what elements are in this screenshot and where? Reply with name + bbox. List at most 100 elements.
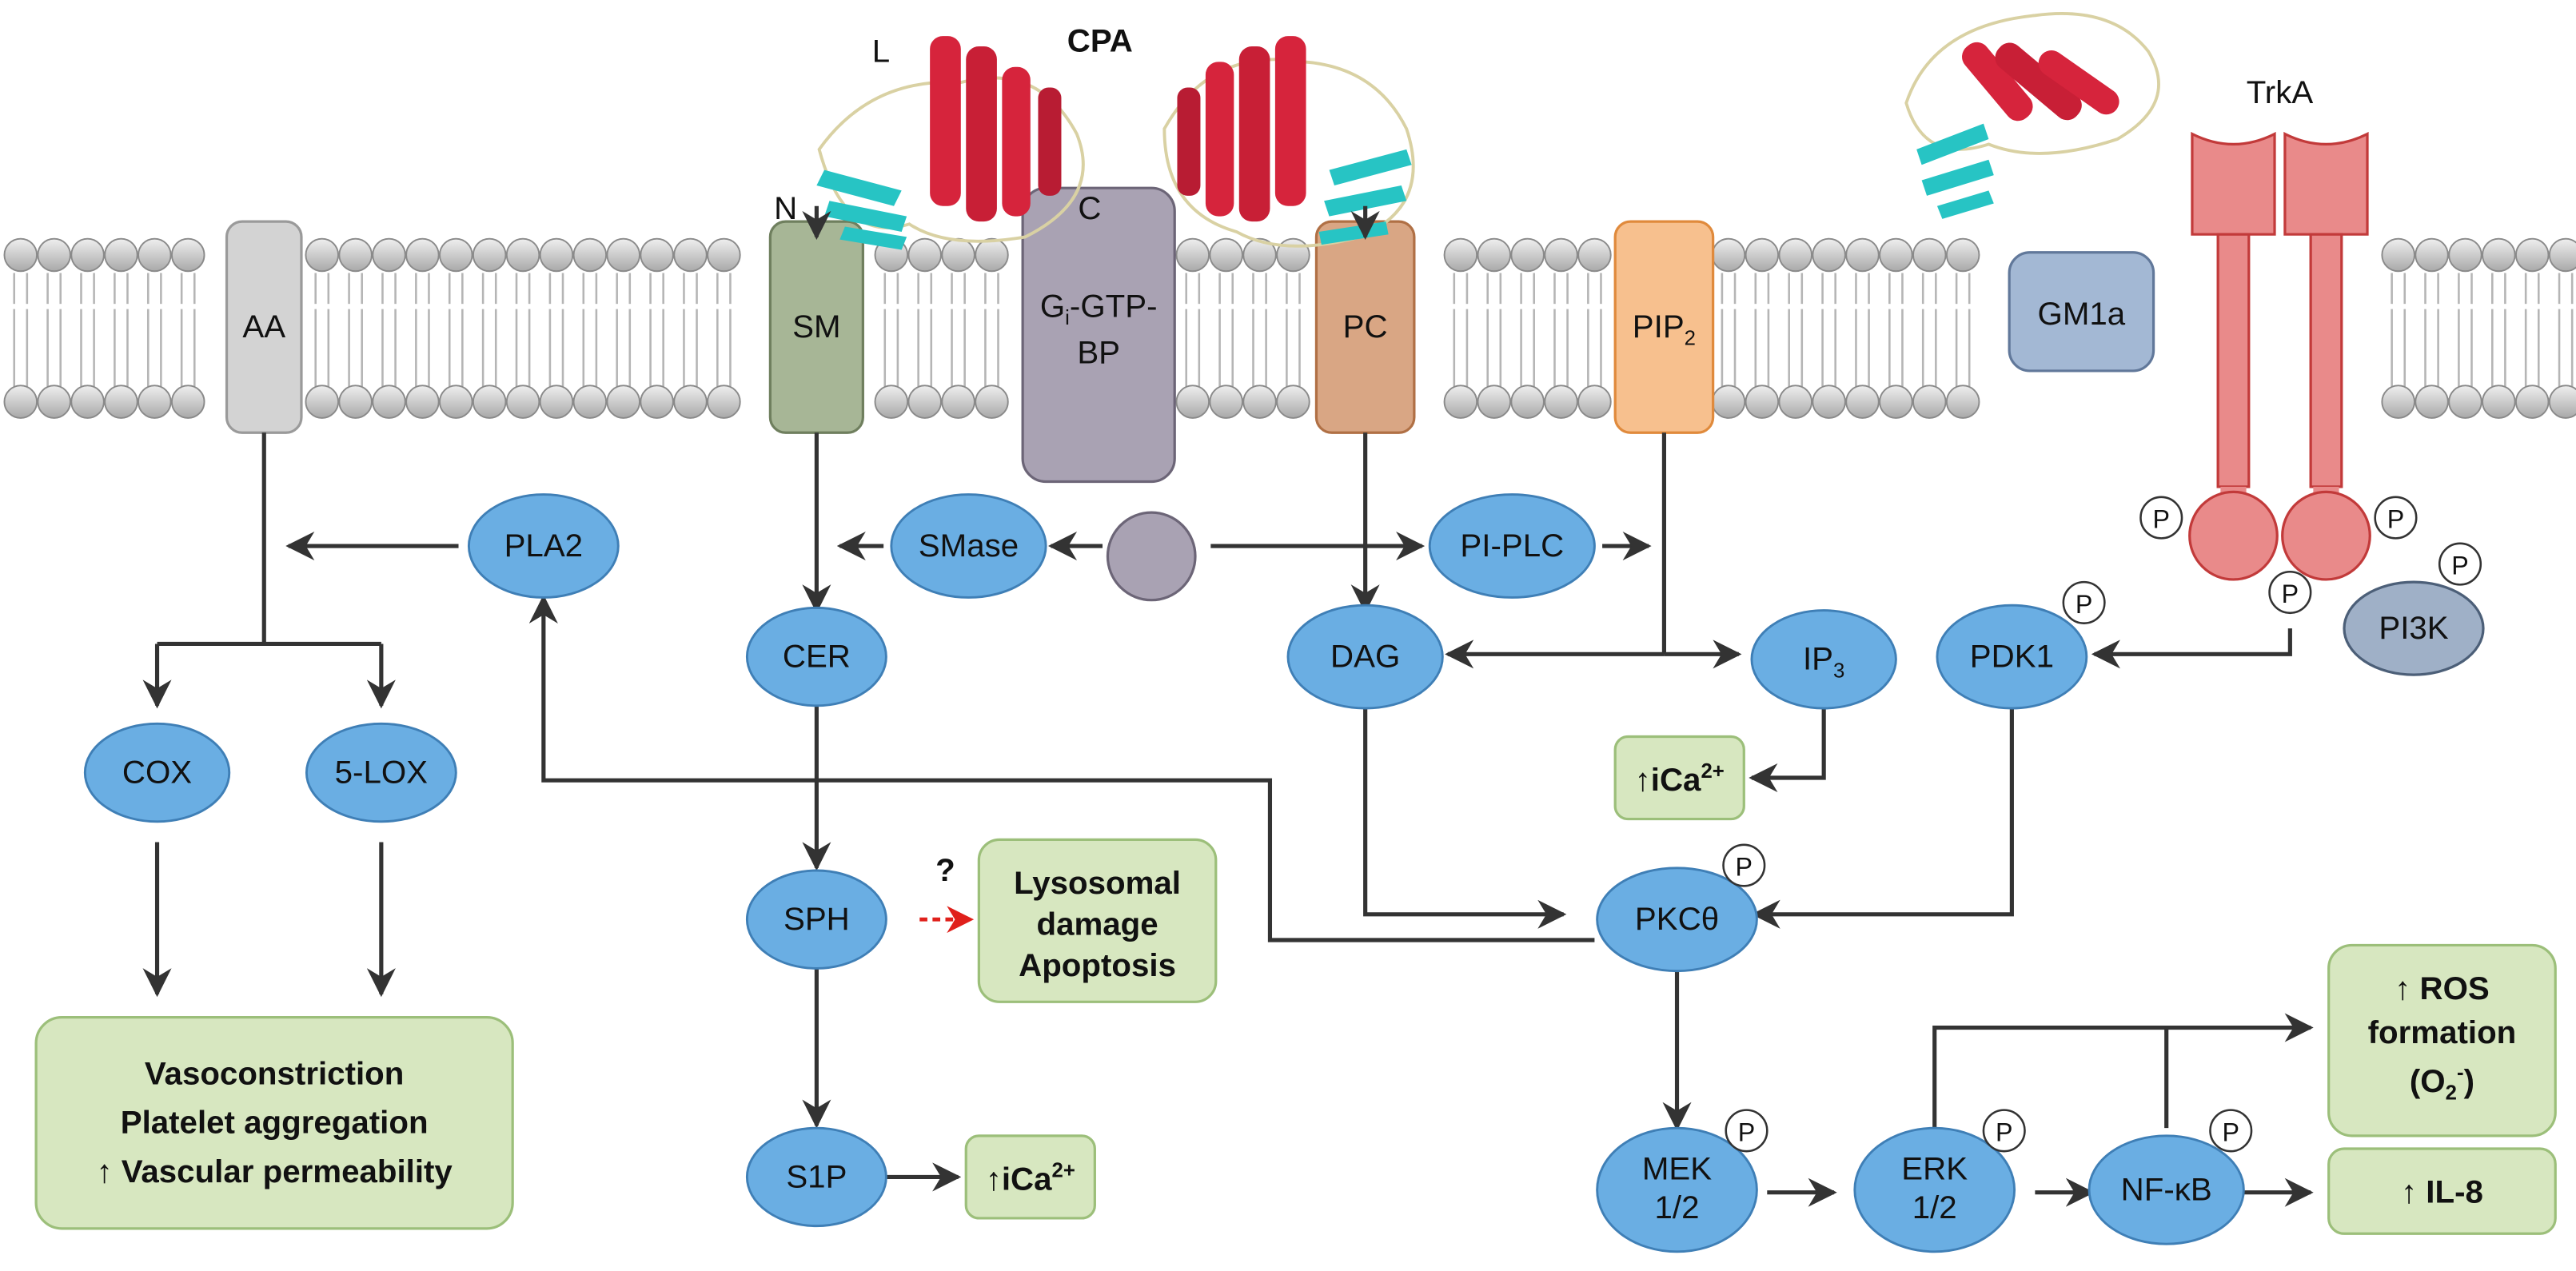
lipid-head [1945, 384, 1980, 419]
cpa-label-l: L [872, 33, 890, 69]
lipid-head [673, 384, 708, 419]
lipid-head [170, 384, 205, 419]
lipid-head [1510, 237, 1545, 273]
svg-text:P: P [2282, 580, 2299, 608]
node-nf-kb: NF-κB [2088, 1134, 2245, 1245]
svg-text:COX: COX [122, 754, 192, 790]
lipid-head [606, 384, 640, 419]
svg-text:↑ Vascular permeability: ↑ Vascular permeability [96, 1153, 453, 1189]
cpa-structure-trka [1904, 12, 2160, 219]
node-smase: SMase [890, 493, 1047, 599]
aa-box: AA [225, 220, 303, 434]
sm-box: SM [768, 220, 864, 434]
svg-text:PDK1: PDK1 [1970, 638, 2054, 674]
cpa-title: CPA [1067, 22, 1133, 58]
svg-text:S1P: S1P [786, 1158, 847, 1194]
lipid-head [70, 384, 105, 419]
svg-text:CER: CER [783, 638, 851, 674]
outcome-vasoconstriction: Vasoconstriction Platelet aggregation ↑ … [34, 1016, 514, 1230]
lipid-head [1879, 384, 1913, 419]
lipid-head [1477, 237, 1512, 273]
lipid-head [372, 384, 406, 419]
lipid-head [1778, 384, 1812, 419]
lipid-head [3, 237, 38, 273]
cpa-label-c: C [1078, 190, 1101, 226]
arrow-pkc-to-pla2 [528, 594, 1595, 942]
lipid-head [104, 237, 138, 273]
svg-text:damage: damage [1036, 906, 1158, 942]
lipid-head [138, 237, 172, 273]
lipid-head [606, 237, 640, 273]
lipid-head [1544, 384, 1578, 419]
node-s1p: S1P [745, 1126, 887, 1228]
phospho-pdk1: P [2062, 580, 2106, 624]
phospho-mek: P [1725, 1109, 1769, 1153]
svg-text:Vasoconstriction: Vasoconstriction [145, 1055, 404, 1091]
lipid-head [907, 384, 942, 419]
phospho-erk: P [1982, 1109, 2026, 1153]
outcome-ica-s1p: ↑iCa2+ [964, 1134, 1096, 1220]
lipid-head [405, 384, 440, 419]
phospho-trka-lower: P [2268, 570, 2312, 615]
svg-text:BP: BP [1077, 334, 1120, 370]
pathway-arrows [142, 205, 2314, 1207]
svg-text:(O2-): (O2-) [2410, 1062, 2474, 1105]
lipid-head [1711, 237, 1746, 273]
lipid-head [37, 384, 71, 419]
lipid-head [1812, 384, 1846, 419]
svg-text:5-LOX: 5-LOX [335, 754, 429, 790]
lipid-head [472, 237, 507, 273]
svg-text:SPH: SPH [784, 901, 850, 937]
lipid-head [640, 384, 674, 419]
lipid-head [2548, 384, 2576, 419]
lipid-head [1845, 237, 1880, 273]
svg-text:P: P [1996, 1118, 2012, 1146]
lipid-head [1845, 384, 1880, 419]
lipid-head [472, 384, 507, 419]
node-ip3: IP3 [1750, 609, 1897, 710]
phospho-trka-left: P [2139, 496, 2183, 540]
arrow-ip3-to-ica [1749, 708, 1826, 793]
node-pdk1: PDK1 [1936, 604, 2088, 710]
lipid-head [338, 384, 373, 419]
lipid-head [707, 237, 741, 273]
outcome-ros-formation: ↑ ROS formation (O2-) [2327, 943, 2557, 1138]
svg-text:DAG: DAG [1330, 638, 1400, 674]
svg-text:1/2: 1/2 [1655, 1189, 1700, 1225]
svg-text:PLA2: PLA2 [504, 528, 584, 564]
lipid-head [2514, 384, 2550, 419]
lipid-head [305, 237, 340, 273]
cpa-label-n: N [774, 190, 797, 226]
node-5-lox: 5-LOX [305, 722, 457, 823]
svg-text:ERK: ERK [1901, 1151, 1968, 1187]
lipid-head [1544, 237, 1578, 273]
lipid-head [539, 237, 574, 273]
node-pla2: PLA2 [467, 493, 620, 599]
lipid-head [1209, 237, 1243, 273]
lipid-head [572, 384, 608, 419]
node-mek-1-2: MEK 1/2 [1596, 1126, 1758, 1253]
lipid-head [1276, 237, 1310, 273]
lipid-head [707, 384, 741, 419]
trka-receptor [2188, 131, 2371, 581]
svg-text:GM1a: GM1a [2038, 296, 2126, 332]
node-dag: DAG [1286, 604, 1444, 710]
lipid-head [37, 237, 71, 273]
svg-text:PKCθ: PKCθ [1635, 901, 1719, 937]
lipid-head [505, 384, 540, 419]
arrow-trka-to-pdk1 [2091, 628, 2292, 669]
pc-box: PC [1314, 220, 1416, 434]
svg-text:Platelet aggregation: Platelet aggregation [121, 1105, 429, 1141]
lipid-head [1778, 237, 1812, 273]
phospho-markers: P P P P P P P P P [1722, 496, 2482, 1153]
svg-text:PIP2: PIP2 [1633, 309, 1696, 350]
lipid-head [539, 384, 574, 419]
phospho-pi3k: P [2438, 542, 2482, 586]
pip2-box: PIP2 [1613, 220, 1715, 434]
node-pkc-theta: PKCθ [1596, 867, 1758, 973]
outcome-lysosomal-apoptosis: Lysosomal damage Apoptosis [977, 838, 1218, 1003]
lipid-head [673, 237, 708, 273]
lipid-head [572, 237, 608, 273]
lipid-head [1912, 237, 1947, 273]
lipid-head [70, 237, 105, 273]
